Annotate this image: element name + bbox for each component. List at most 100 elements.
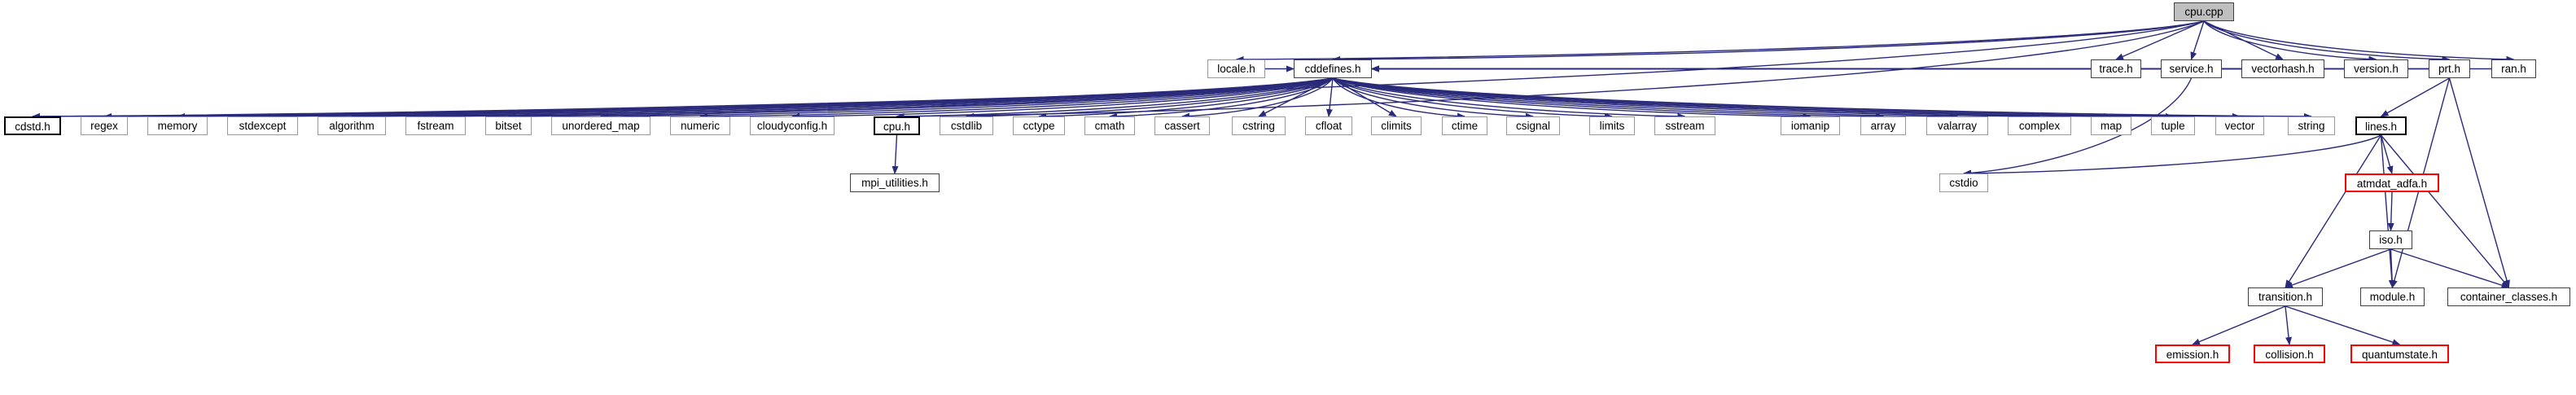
graph-node-cddefines-h[interactable]: cddefines.h [1294, 59, 1372, 78]
graph-edge-lines-h-to-transition-h [2285, 134, 2382, 288]
graph-node-unordered-map[interactable]: unordered_map [551, 116, 651, 135]
graph-node-label: map [2100, 120, 2123, 132]
graph-node-cassert[interactable]: cassert [1154, 116, 1210, 135]
graph-node-trace-h[interactable]: trace.h [2091, 59, 2141, 78]
graph-node-label: ctime [1451, 120, 1479, 132]
graph-node-cmath[interactable]: cmath [1084, 116, 1135, 135]
graph-node-memory[interactable]: memory [147, 116, 208, 135]
graph-node-sstream[interactable]: sstream [1654, 116, 1715, 135]
graph-edge-cddefines-h-to-cloudyconfig-h [791, 77, 1334, 120]
graph-node-label: mpi_utilities.h [861, 177, 928, 189]
graph-edge-cddefines-h-to-cmath [1109, 77, 1334, 120]
graph-node-array[interactable]: array [1860, 116, 1906, 135]
graph-node-label: limits [1599, 120, 1625, 132]
graph-edge-cpu-cpp-to-cddefines-h [1332, 20, 2205, 63]
graph-node-cstdlib[interactable]: cstdlib [940, 116, 993, 135]
graph-node-cfloat[interactable]: cfloat [1305, 116, 1352, 135]
graph-node-vectorhash-h[interactable]: vectorhash.h [2241, 59, 2324, 78]
graph-node-stdexcept[interactable]: stdexcept [227, 116, 298, 135]
graph-edge-cpu-cpp-to-cdstd-h [32, 20, 2205, 120]
graph-node-vector[interactable]: vector [2215, 116, 2264, 135]
graph-node-atmdat-adfa-h[interactable]: atmdat_adfa.h [2345, 173, 2439, 192]
graph-node-label: emission.h [2166, 349, 2219, 361]
graph-edge-iso-h-to-container-classes-h [2390, 248, 2510, 289]
graph-node-csignal[interactable]: csignal [1506, 116, 1560, 135]
graph-node-label: service.h [2169, 63, 2214, 75]
graph-node-service-h[interactable]: service.h [2161, 59, 2222, 78]
graph-edge-cddefines-h-to-string [1332, 77, 2312, 120]
graph-node-limits[interactable]: limits [1589, 116, 1635, 135]
graph-edge-cddefines-h-to-cassert [1181, 77, 1334, 120]
graph-node-transition-h[interactable]: transition.h [2248, 287, 2323, 306]
graph-node-quantumstate-h[interactable]: quantumstate.h [2350, 345, 2449, 363]
graph-node-ran-h[interactable]: ran.h [2491, 59, 2536, 78]
graph-edge-cddefines-h-to-sstream [1332, 77, 1686, 120]
graph-node-cctype[interactable]: cctype [1013, 116, 1065, 135]
graph-node-label: cfloat [1315, 120, 1343, 132]
graph-node-label: cloudyconfig.h [756, 120, 828, 132]
graph-edge-cddefines-h-to-bitset [507, 77, 1334, 120]
graph-node-label: container_classes.h [2460, 291, 2558, 303]
graph-edge-cddefines-h-to-complex [1332, 77, 2040, 120]
graph-node-iso-h[interactable]: iso.h [2369, 230, 2412, 249]
graph-node-cstring[interactable]: cstring [1232, 116, 1286, 135]
graph-node-label: cctype [1023, 120, 1055, 132]
graph-edge-cpu-cpp-to-locale-h [1235, 20, 2205, 63]
graph-node-fstream[interactable]: fstream [405, 116, 466, 135]
graph-node-algorithm[interactable]: algorithm [318, 116, 386, 135]
graph-node-cpu-cpp[interactable]: cpu.cpp [2174, 2, 2234, 21]
graph-node-label: cpu.h [883, 121, 911, 133]
graph-node-collision-h[interactable]: collision.h [2254, 345, 2325, 363]
graph-node-regex[interactable]: regex [81, 116, 128, 135]
graph-node-string[interactable]: string [2288, 116, 2335, 135]
graph-node-tuple[interactable]: tuple [2151, 116, 2195, 135]
graph-node-mpi-utilities-h[interactable]: mpi_utilities.h [850, 173, 940, 192]
graph-node-label: string [2298, 120, 2325, 132]
graph-edge-prt-h-to-container-classes-h [2448, 77, 2510, 288]
graph-node-complex[interactable]: complex [2008, 116, 2071, 135]
graph-node-map[interactable]: map [2091, 116, 2131, 135]
graph-node-label: quantumstate.h [2361, 349, 2438, 361]
graph-node-label: cstring [1242, 120, 1275, 132]
graph-node-label: iso.h [2379, 234, 2403, 246]
graph-edge-cpu-cpp-to-cpu-h [896, 20, 2205, 120]
graph-edge-cpu-cpp-to-service-h [2190, 20, 2205, 60]
graph-node-label: csignal [1515, 120, 1551, 132]
graph-node-prt-h[interactable]: prt.h [2429, 59, 2470, 78]
graph-node-label: ran.h [2501, 63, 2526, 75]
graph-edge-cddefines-h-to-csignal [1332, 77, 1534, 120]
graph-edge-cpu-cpp-to-version-h [2203, 20, 2377, 63]
graph-node-label: collision.h [2265, 349, 2314, 361]
graph-node-cloudyconfig-h[interactable]: cloudyconfig.h [750, 116, 835, 135]
graph-node-label: cassert [1164, 120, 1200, 132]
graph-node-label: prt.h [2438, 63, 2460, 75]
graph-node-cdstd-h[interactable]: cdstd.h [4, 116, 61, 135]
graph-node-iomanip[interactable]: iomanip [1781, 116, 1840, 135]
graph-edge-cddefines-h-to-stdexcept [261, 77, 1334, 120]
graph-node-label: valarray [1937, 120, 1977, 132]
graph-node-cpu-h[interactable]: cpu.h [874, 116, 920, 135]
graph-node-ctime[interactable]: ctime [1442, 116, 1487, 135]
graph-edge-cddefines-h-to-cstdlib [966, 77, 1334, 120]
graph-node-label: memory [157, 120, 198, 132]
graph-node-numeric[interactable]: numeric [670, 116, 730, 135]
graph-node-label: cstdio [1949, 177, 1978, 189]
graph-node-label: version.h [2354, 63, 2399, 75]
graph-node-label: cstdlib [950, 120, 983, 132]
graph-node-bitset[interactable]: bitset [485, 116, 532, 135]
graph-node-emission-h[interactable]: emission.h [2155, 345, 2230, 363]
graph-node-climits[interactable]: climits [1371, 116, 1422, 135]
graph-edge-cpu-cpp-to-trace-h [2115, 20, 2205, 60]
graph-node-version-h[interactable]: version.h [2344, 59, 2408, 78]
graph-edge-atmdat-adfa-h-to-iso-h [2387, 191, 2394, 231]
graph-node-label: regex [90, 120, 118, 132]
graph-node-cstdio[interactable]: cstdio [1939, 173, 1988, 192]
graph-node-module-h[interactable]: module.h [2360, 287, 2425, 306]
graph-edge-cddefines-h-to-cstring [1258, 77, 1334, 117]
graph-node-valarray[interactable]: valarray [1926, 116, 1988, 135]
graph-node-lines-h[interactable]: lines.h [2355, 116, 2407, 135]
graph-node-locale-h[interactable]: locale.h [1207, 59, 1265, 78]
graph-edge-cddefines-h-to-climits [1332, 77, 1397, 117]
graph-node-container-classes-h[interactable]: container_classes.h [2447, 287, 2570, 306]
graph-node-label: transition.h [2258, 291, 2313, 303]
